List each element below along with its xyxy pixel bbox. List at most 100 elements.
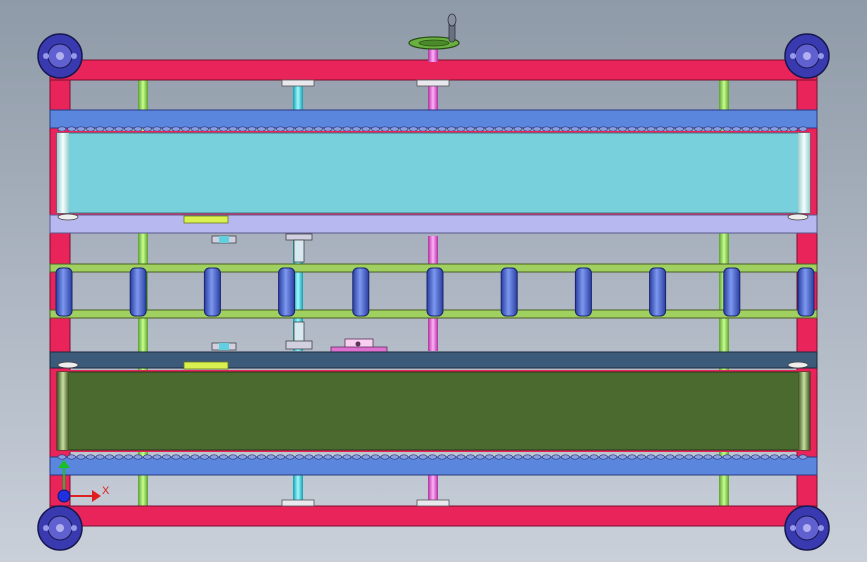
axis-x-label: X: [102, 485, 110, 497]
chain-link: [181, 454, 190, 460]
chain-link: [456, 126, 466, 132]
chain-link: [380, 454, 390, 460]
chain-link: [133, 454, 143, 460]
chain-link: [285, 454, 295, 460]
chain-link: [608, 126, 618, 132]
chain-link: [770, 126, 779, 132]
chain-link: [86, 454, 95, 460]
chain-link: [390, 126, 399, 132]
frame-rail-bottom[interactable]: [49, 505, 818, 527]
caster-wheel-icon: [784, 33, 830, 79]
conveyor-roller[interactable]: [500, 267, 518, 317]
chain-link: [105, 454, 114, 460]
chain-link: [143, 126, 152, 132]
chain-link: [485, 454, 494, 460]
chain-link: [722, 454, 732, 460]
chain-link: [561, 126, 570, 132]
chain-link: [494, 126, 504, 132]
chain-link: [760, 454, 770, 460]
chain-link: [342, 126, 352, 132]
belt-lower[interactable]: [56, 371, 811, 451]
belt-lower-end-roller-left: [57, 372, 69, 450]
caster-wheel-icon: [37, 505, 83, 551]
belt-upper[interactable]: [56, 132, 811, 214]
conveyor-roller[interactable]: [129, 267, 147, 317]
conveyor-roller[interactable]: [797, 267, 815, 317]
chain-link: [333, 126, 342, 132]
chain-link: [209, 454, 219, 460]
chain-link: [352, 126, 361, 132]
chain-link: [95, 454, 105, 460]
belt-upper-end-roller-right: [798, 133, 810, 213]
chain-link: [561, 454, 570, 460]
conveyor-roller[interactable]: [574, 267, 592, 317]
chain-link: [713, 454, 722, 460]
chain-link: [466, 454, 475, 460]
chain-link: [276, 126, 285, 132]
post-cyan-middle: [293, 236, 303, 351]
chain-link: [228, 454, 238, 460]
chain-link: [485, 126, 494, 132]
chain-link: [751, 126, 760, 132]
conveyor-rail-upper[interactable]: [49, 109, 818, 129]
chain-link: [162, 126, 171, 132]
chain-link: [67, 454, 76, 460]
chain-link: [646, 126, 656, 132]
caster-wheel-icon: [784, 505, 830, 551]
chain-link: [162, 454, 171, 460]
chain-link: [190, 126, 200, 132]
chain-link: [323, 454, 333, 460]
chain-link: [428, 454, 437, 460]
chain-link: [732, 454, 741, 460]
chain-link: [114, 126, 124, 132]
chain-link: [722, 126, 732, 132]
lift-plate-lower[interactable]: [49, 351, 818, 369]
conveyor-roller[interactable]: [55, 267, 73, 317]
conveyor-roller[interactable]: [723, 267, 741, 317]
chain-link: [656, 454, 665, 460]
chain-link: [675, 126, 684, 132]
chain-link: [171, 126, 181, 132]
chain-link: [713, 126, 722, 132]
chain-link: [418, 126, 428, 132]
tag-yellow-upper: [183, 215, 229, 224]
chain-link: [200, 454, 209, 460]
lift-plate-upper[interactable]: [49, 214, 818, 234]
conveyor-roller[interactable]: [278, 267, 296, 317]
frame-rail-top[interactable]: [49, 59, 818, 81]
chain-link: [76, 126, 86, 132]
conveyor-roller[interactable]: [203, 267, 221, 317]
chain-link: [646, 454, 656, 460]
chain-link: [124, 126, 133, 132]
chain-link: [437, 126, 447, 132]
chain-link: [684, 454, 694, 460]
conveyor-roller[interactable]: [352, 267, 370, 317]
chain-link: [523, 126, 532, 132]
chain-link: [475, 126, 485, 132]
belt-upper-end-roller-left: [57, 133, 69, 213]
conveyor-roller[interactable]: [649, 267, 667, 317]
post-cyan-lower: [293, 475, 303, 505]
chain-link: [447, 126, 456, 132]
chain-link: [627, 454, 637, 460]
chain-link: [466, 126, 475, 132]
chain-link: [361, 454, 371, 460]
chain-link: [228, 126, 238, 132]
chain-link: [152, 126, 162, 132]
chain-link: [627, 126, 637, 132]
chain-link: [314, 454, 323, 460]
chain-link: [219, 454, 228, 460]
chain-link: [295, 126, 304, 132]
caster-wheel-icon: [37, 33, 83, 79]
chain-link: [380, 126, 390, 132]
chain-link: [789, 454, 798, 460]
conveyor-rail-lower[interactable]: [49, 456, 818, 476]
chain-link: [390, 454, 399, 460]
chain-link: [333, 454, 342, 460]
conveyor-roller[interactable]: [426, 267, 444, 317]
chain-link: [504, 454, 513, 460]
chain-link: [760, 126, 770, 132]
chain-link: [580, 126, 589, 132]
handwheel-icon[interactable]: [408, 13, 460, 62]
